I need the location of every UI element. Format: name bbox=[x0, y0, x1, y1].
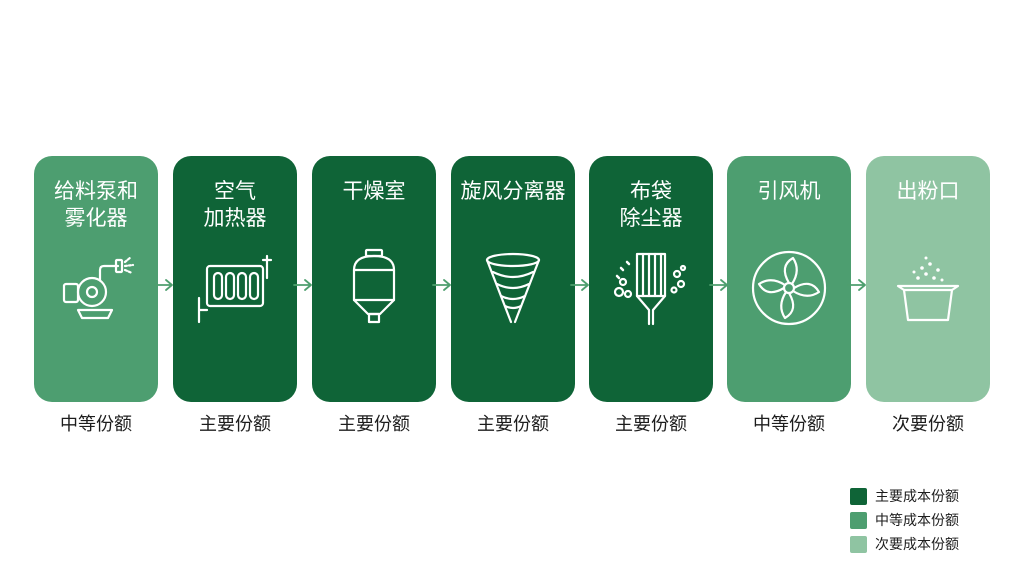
bag-filter-icon bbox=[611, 248, 691, 328]
drying-chamber-icon bbox=[334, 248, 414, 328]
stage-title: 给料泵和 雾化器 bbox=[54, 179, 138, 230]
legend-swatch bbox=[850, 487, 867, 505]
stage-card-cyclone: 旋风分离器 bbox=[451, 156, 575, 402]
stage-cost-label: 主要份额 bbox=[199, 414, 271, 435]
stage-card-air-heater: 空气 加热器 bbox=[173, 156, 297, 402]
stage-cost-label: 主要份额 bbox=[338, 414, 410, 435]
stage-card-feed-pump: 给料泵和 雾化器 bbox=[34, 156, 158, 402]
heater-icon bbox=[195, 248, 275, 328]
stage-cost-label: 主要份额 bbox=[477, 414, 549, 435]
stage-title: 旋风分离器 bbox=[460, 179, 566, 203]
stage-cost-label: 中等份额 bbox=[60, 414, 132, 435]
stage-title: 出粉口 bbox=[896, 179, 960, 203]
flow-arrow-icon bbox=[432, 279, 451, 291]
stage-title: 引风机 bbox=[757, 179, 821, 203]
legend-item-minor: 次要成本份额 bbox=[850, 532, 959, 556]
flow-arrow-icon bbox=[847, 279, 866, 291]
legend-item-medium: 中等成本份额 bbox=[850, 508, 959, 532]
stage-card-fan: 引风机 bbox=[727, 156, 851, 402]
stage-card-bag-filter: 布袋 除尘器 bbox=[589, 156, 713, 402]
cyclone-icon bbox=[473, 248, 553, 328]
fan-icon bbox=[749, 248, 829, 328]
stage-card-drying-chamber: 干燥室 bbox=[312, 156, 436, 402]
stage-card-powder-outlet: 出粉口 bbox=[866, 156, 990, 402]
stage-title: 布袋 除尘器 bbox=[619, 179, 683, 230]
legend-label: 次要成本份额 bbox=[875, 537, 959, 553]
flow-arrow-icon bbox=[570, 279, 589, 291]
legend: 主要成本份额 中等成本份额 次要成本份额 bbox=[850, 484, 959, 556]
pump-atomizer-icon bbox=[56, 248, 136, 328]
stage-title: 空气 加热器 bbox=[203, 179, 267, 230]
legend-label: 中等成本份额 bbox=[875, 513, 959, 529]
legend-item-major: 主要成本份额 bbox=[850, 484, 959, 508]
flow-arrow-icon bbox=[293, 279, 312, 291]
stage-title: 干燥室 bbox=[342, 179, 406, 203]
stage-cost-label: 主要份额 bbox=[615, 414, 687, 435]
legend-label: 主要成本份额 bbox=[875, 489, 959, 505]
powder-outlet-icon bbox=[888, 248, 968, 328]
legend-swatch bbox=[850, 535, 867, 553]
flow-arrow-icon bbox=[709, 279, 728, 291]
stage-cost-label: 次要份额 bbox=[892, 414, 964, 435]
stage-cost-label: 中等份额 bbox=[753, 414, 825, 435]
legend-swatch bbox=[850, 511, 867, 529]
flow-arrow-icon bbox=[154, 279, 173, 291]
